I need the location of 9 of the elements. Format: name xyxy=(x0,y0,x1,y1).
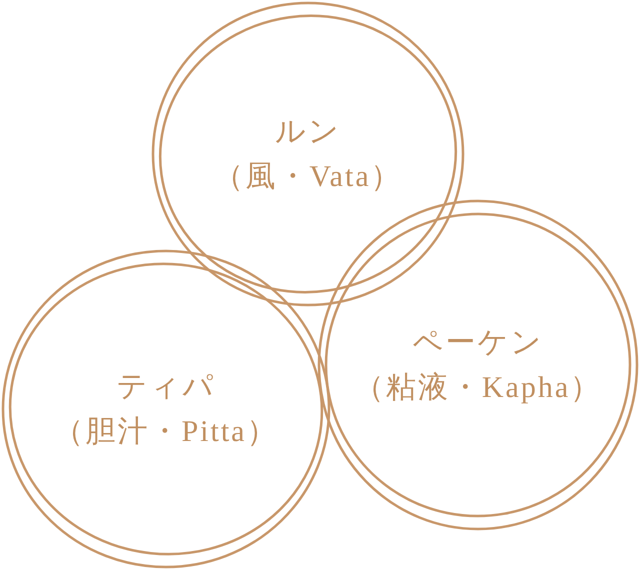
node-title: ティパ xyxy=(116,369,216,405)
node-title: ルン xyxy=(275,114,341,150)
node-subtitle: （胆汁・Pitta） xyxy=(53,414,278,450)
node-subtitle: （風・Vata） xyxy=(213,159,403,195)
circle-node xyxy=(2,250,330,568)
circle-node xyxy=(152,2,464,306)
node-title: ペーケン xyxy=(412,325,544,361)
node-subtitle: （粘液・Kapha） xyxy=(354,370,602,406)
circle-node xyxy=(318,200,638,530)
